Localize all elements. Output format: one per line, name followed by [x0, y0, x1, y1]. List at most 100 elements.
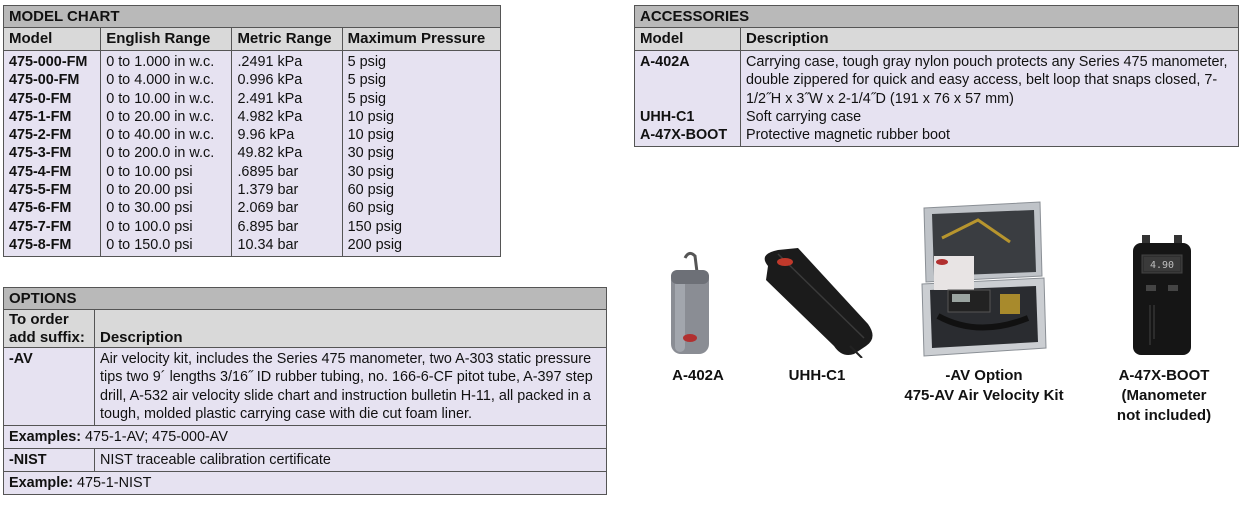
english-cell: 0 to 10.00 psi: [106, 163, 193, 180]
options-header-description: Description: [94, 309, 607, 348]
product-caption: 475-AV Air Velocity Kit: [904, 387, 1064, 404]
rubber-boot-manometer-image: 4.90: [1133, 235, 1191, 355]
model-cell: 475-1-FM: [9, 108, 72, 125]
metric-cell: 2.491 kPa: [237, 90, 303, 107]
pressure-cell: 30 psig: [347, 163, 395, 180]
english-cell: 0 to 4.000 in w.c.: [106, 72, 215, 89]
example-label: Example:: [9, 475, 73, 492]
display-reading: 4.90: [1150, 260, 1174, 271]
option-code-nist: -NIST: [3, 448, 95, 472]
english-cell: 0 to 100.0 psi: [106, 218, 193, 235]
pressure-cell: 200 psig: [347, 236, 403, 253]
model-cell: 475-0-FM: [9, 90, 72, 107]
english-cell: 0 to 40.00 in w.c.: [106, 127, 215, 144]
options-examples-row: Examples: 475-1-AV; 475-000-AV: [3, 425, 607, 449]
options-header-line: add suffix:: [9, 329, 85, 346]
model-chart-body: 475-000-FM 475-00-FM 475-0-FM 475-1-FM 4…: [3, 50, 501, 257]
metric-cell: 10.34 bar: [237, 236, 299, 253]
acc-description-cell: Carrying case, tough gray nylon pouch pr…: [746, 54, 1228, 107]
black-soft-case-image: [764, 248, 873, 358]
option-code-av: -AV: [3, 347, 95, 426]
example-value: 475-1-NIST: [73, 475, 152, 492]
pressure-cell: 60 psig: [347, 200, 395, 217]
model-chart-table: MODEL CHART Model English Range Metric R…: [3, 5, 501, 258]
product-label-a47x-boot: A-47X-BOOT (Manometer not included): [1104, 366, 1224, 426]
pressure-cell: 5 psig: [347, 90, 387, 107]
english-cell: 0 to 20.00 psi: [106, 182, 193, 199]
options-example-row: Example: 475-1-NIST: [3, 471, 607, 495]
options-header-line: To order: [9, 311, 69, 328]
model-cell: 475-7-FM: [9, 218, 72, 235]
pressure-cell: 60 psig: [347, 182, 395, 199]
product-caption: A-47X-BOOT: [1118, 367, 1210, 384]
product-label-uhh-c1: UHH-C1: [767, 366, 867, 386]
options-header-suffix: To order add suffix:: [3, 309, 95, 348]
options-title: OPTIONS: [3, 287, 607, 310]
product-label-a402a: A-402A: [648, 366, 748, 386]
model-chart-title: MODEL CHART: [3, 5, 501, 28]
product-caption: A-402A: [672, 367, 724, 384]
model-cell: 475-5-FM: [9, 182, 72, 199]
option-desc-av: Air velocity kit, includes the Series 47…: [94, 347, 607, 426]
acc-description-list: Carrying case, tough gray nylon pouch pr…: [740, 50, 1239, 147]
english-cell: 0 to 200.0 in w.c.: [106, 145, 215, 162]
english-cell: 0 to 10.00 in w.c.: [106, 90, 215, 107]
pressure-cell: 5 psig: [347, 54, 387, 70]
english-range-list: 0 to 1.000 in w.c. 0 to 4.000 in w.c. 0 …: [100, 50, 233, 257]
product-caption: not included): [1116, 407, 1212, 424]
col-header-english: English Range: [100, 27, 233, 51]
acc-description-cell: Protective magnetic rubber boot: [746, 127, 950, 144]
examples-label: Examples:: [9, 429, 81, 446]
model-cell: 475-4-FM: [9, 163, 72, 180]
col-header-model: Model: [3, 27, 102, 51]
product-caption: (Manometer: [1121, 387, 1207, 404]
metric-cell: 9.96 kPa: [237, 127, 295, 144]
english-cell: 0 to 1.000 in w.c.: [106, 54, 215, 70]
model-cell: 475-8-FM: [9, 236, 72, 253]
air-velocity-kit-image: [921, 201, 1047, 357]
metric-cell: 1.379 bar: [237, 182, 299, 199]
option-desc-nist: NIST traceable calibration certificate: [94, 448, 607, 472]
metric-cell: .2491 kPa: [237, 54, 303, 70]
pressure-cell: 5 psig: [347, 72, 387, 89]
product-caption: UHH-C1: [788, 367, 846, 384]
metric-cell: 6.895 bar: [237, 218, 299, 235]
pressure-cell: 10 psig: [347, 108, 395, 125]
metric-range-list: .2491 kPa 0.996 kPa 2.491 kPa 4.982 kPa …: [231, 50, 343, 257]
metric-cell: 0.996 kPa: [237, 72, 303, 89]
pressure-cell: 150 psig: [347, 218, 403, 235]
model-cell: 475-000-FM: [9, 54, 88, 70]
metric-cell: 49.82 kPa: [237, 145, 303, 162]
english-cell: 0 to 20.00 in w.c.: [106, 108, 215, 125]
examples-value: 475-1-AV; 475-000-AV: [81, 429, 228, 446]
col-header-metric: Metric Range: [231, 27, 343, 51]
model-cell: 475-2-FM: [9, 127, 72, 144]
english-cell: 0 to 150.0 psi: [106, 236, 193, 253]
col-header-max-pressure: Maximum Pressure: [342, 27, 501, 51]
pressure-cell: 10 psig: [347, 127, 395, 144]
options-table: OPTIONS To order add suffix: Description…: [3, 287, 607, 496]
accessories-table: ACCESSORIES Model Description A-402A UHH…: [634, 5, 1239, 147]
max-pressure-list: 5 psig 5 psig 5 psig 10 psig 10 psig 30 …: [342, 50, 501, 257]
model-list: 475-000-FM 475-00-FM 475-0-FM 475-1-FM 4…: [3, 50, 102, 257]
metric-cell: 4.982 kPa: [237, 108, 303, 125]
acc-model-list: A-402A UHH-C1 A-47X-BOOT: [634, 50, 741, 147]
english-cell: 0 to 30.00 psi: [106, 200, 193, 217]
model-cell: 475-6-FM: [9, 200, 72, 217]
gray-pouch-image: [671, 251, 709, 354]
pressure-cell: 30 psig: [347, 145, 395, 162]
acc-header-model: Model: [634, 27, 741, 51]
model-cell: 475-00-FM: [9, 72, 80, 89]
acc-description-cell: Soft carrying case: [746, 108, 862, 125]
accessories-title: ACCESSORIES: [634, 5, 1239, 28]
metric-cell: 2.069 bar: [237, 200, 299, 217]
metric-cell: .6895 bar: [237, 163, 299, 180]
product-label-av-kit: -AV Option 475-AV Air Velocity Kit: [888, 366, 1080, 406]
accessories-body: A-402A UHH-C1 A-47X-BOOT Carrying case, …: [634, 50, 1239, 147]
acc-model-cell: A-47X-BOOT: [640, 127, 728, 144]
acc-model-cell: UHH-C1: [640, 109, 695, 125]
acc-header-description: Description: [740, 27, 1239, 51]
product-caption: -AV Option: [945, 367, 1023, 384]
acc-model-cell: A-402A: [640, 54, 690, 70]
model-cell: 475-3-FM: [9, 145, 72, 162]
